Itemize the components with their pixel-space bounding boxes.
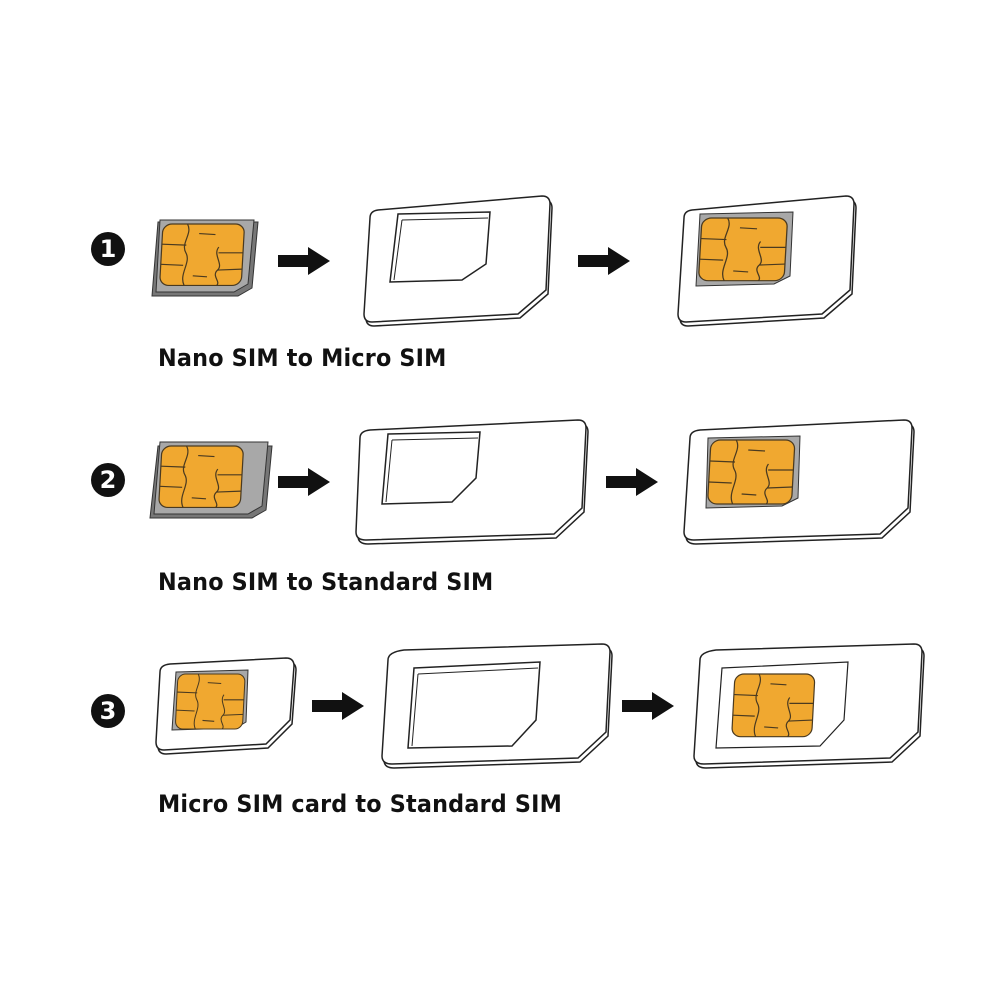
step-1-caption: Nano SIM to Micro SIM	[158, 344, 447, 372]
step-1-badge: 1	[91, 232, 125, 266]
standard-sim-adapter-3	[381, 643, 613, 769]
standard-sim-result-2	[683, 419, 915, 545]
step-3-badge: 3	[91, 694, 125, 728]
standard-sim-adapter-2	[355, 419, 589, 545]
arrow-icon	[312, 692, 364, 720]
nano-sim-1	[151, 219, 259, 297]
nano-sim-2	[149, 441, 273, 519]
arrow-icon	[278, 247, 330, 275]
micro-sim-adapter-1	[363, 195, 553, 327]
arrow-icon	[606, 468, 658, 496]
step-2-caption: Nano SIM to Standard SIM	[158, 568, 494, 596]
arrow-icon	[622, 692, 674, 720]
arrow-icon	[278, 468, 330, 496]
micro-sim-3	[155, 657, 297, 755]
step-2-badge: 2	[91, 463, 125, 497]
micro-sim-result-1	[677, 195, 857, 327]
standard-sim-result-3	[693, 643, 925, 769]
arrow-icon	[578, 247, 630, 275]
step-3-caption: Micro SIM card to Standard SIM	[158, 790, 563, 818]
